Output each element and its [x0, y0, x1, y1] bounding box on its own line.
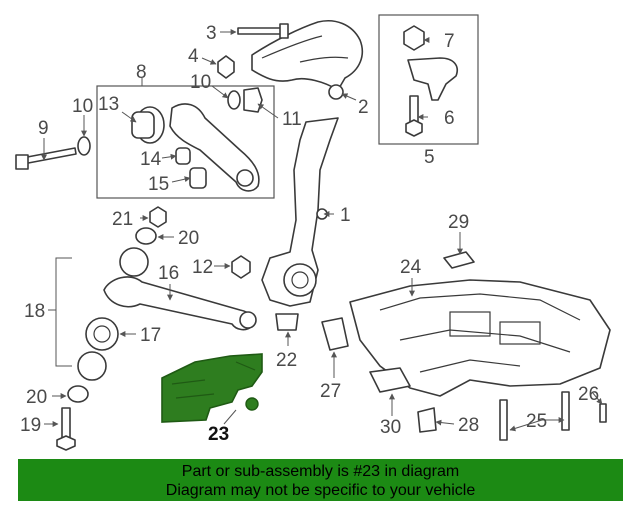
callout-23: 23: [208, 424, 229, 445]
washer-10-upper: [227, 90, 241, 110]
bolt-26: [599, 403, 607, 423]
bracket-18: [55, 257, 72, 367]
bushing-lower-lower: [77, 351, 107, 381]
callout-21: 21: [112, 209, 133, 230]
callout-18: 18: [24, 301, 45, 322]
callout-15: 15: [148, 174, 169, 195]
info-banner: Part or sub-assembly is #23 in diagram D…: [18, 459, 623, 501]
callout-9: 9: [38, 118, 49, 139]
washer-20-upper: [135, 227, 157, 245]
bolt-3: [237, 23, 289, 39]
lower-rear-arm: [131, 103, 260, 192]
callout-3: 3: [206, 23, 217, 44]
bushing-lower-upper: [119, 247, 149, 277]
nut-12: [231, 255, 251, 279]
callout-28: 28: [458, 415, 479, 436]
banner-line-disclaimer: Diagram may not be specific to your vehi…: [165, 482, 476, 499]
bushing-11: [243, 87, 263, 113]
bracket-30: [369, 367, 411, 393]
bolt-9: [15, 147, 77, 170]
callout-6: 6: [444, 108, 455, 129]
bolt-19: [56, 407, 76, 451]
washer-10-left: [77, 136, 91, 156]
part-23-shield: [161, 353, 263, 423]
callout-5: 5: [424, 147, 435, 168]
steering-knuckle: [261, 117, 339, 307]
washer-20-lower: [67, 385, 89, 403]
bushing-22: [275, 313, 299, 331]
bushing-17: [85, 317, 119, 351]
callout-4: 4: [188, 46, 199, 67]
callout-8: 8: [136, 62, 147, 83]
bracket-28: [417, 407, 437, 433]
callout-2: 2: [358, 97, 369, 118]
group-box-5: [378, 14, 479, 145]
callout-16: 16: [158, 263, 179, 284]
nut-21: [149, 206, 167, 228]
bracket-29: [443, 251, 475, 269]
callout-20-lower: 20: [26, 387, 47, 408]
callout-labels: 1 2 3 4 5 6 7 8 9 10 10 11 12 13 14 15 1…: [20, 23, 599, 445]
callout-26: 26: [578, 384, 599, 405]
callout-22: 22: [276, 350, 297, 371]
ball-joint-group: [403, 25, 458, 137]
callout-17: 17: [140, 325, 161, 346]
callout-19: 19: [20, 415, 41, 436]
group-box-8: [96, 85, 275, 199]
banner-line-part: Part or sub-assembly is #23 in diagram: [181, 463, 460, 480]
callout-12: 12: [192, 257, 213, 278]
lower-front-arm: [103, 276, 257, 331]
callout-20-upper: 20: [178, 228, 199, 249]
callout-11: 11: [282, 109, 302, 130]
callout-24: 24: [400, 257, 422, 278]
bracket-27: [321, 317, 349, 351]
callout-29: 29: [448, 212, 469, 233]
callout-10-upper: 10: [190, 72, 211, 93]
nut-4: [217, 55, 235, 79]
callout-10-left: 10: [72, 96, 93, 117]
callout-13: 13: [98, 94, 119, 115]
callout-7: 7: [444, 31, 455, 52]
callout-1: 1: [340, 205, 351, 226]
callout-25: 25: [526, 411, 547, 432]
upper-control-arm: [251, 20, 364, 100]
callout-27: 27: [320, 381, 341, 402]
leader-lines: [41, 29, 603, 432]
callout-30: 30: [380, 417, 401, 438]
bolts-25: [499, 391, 570, 441]
callout-14: 14: [140, 149, 162, 170]
